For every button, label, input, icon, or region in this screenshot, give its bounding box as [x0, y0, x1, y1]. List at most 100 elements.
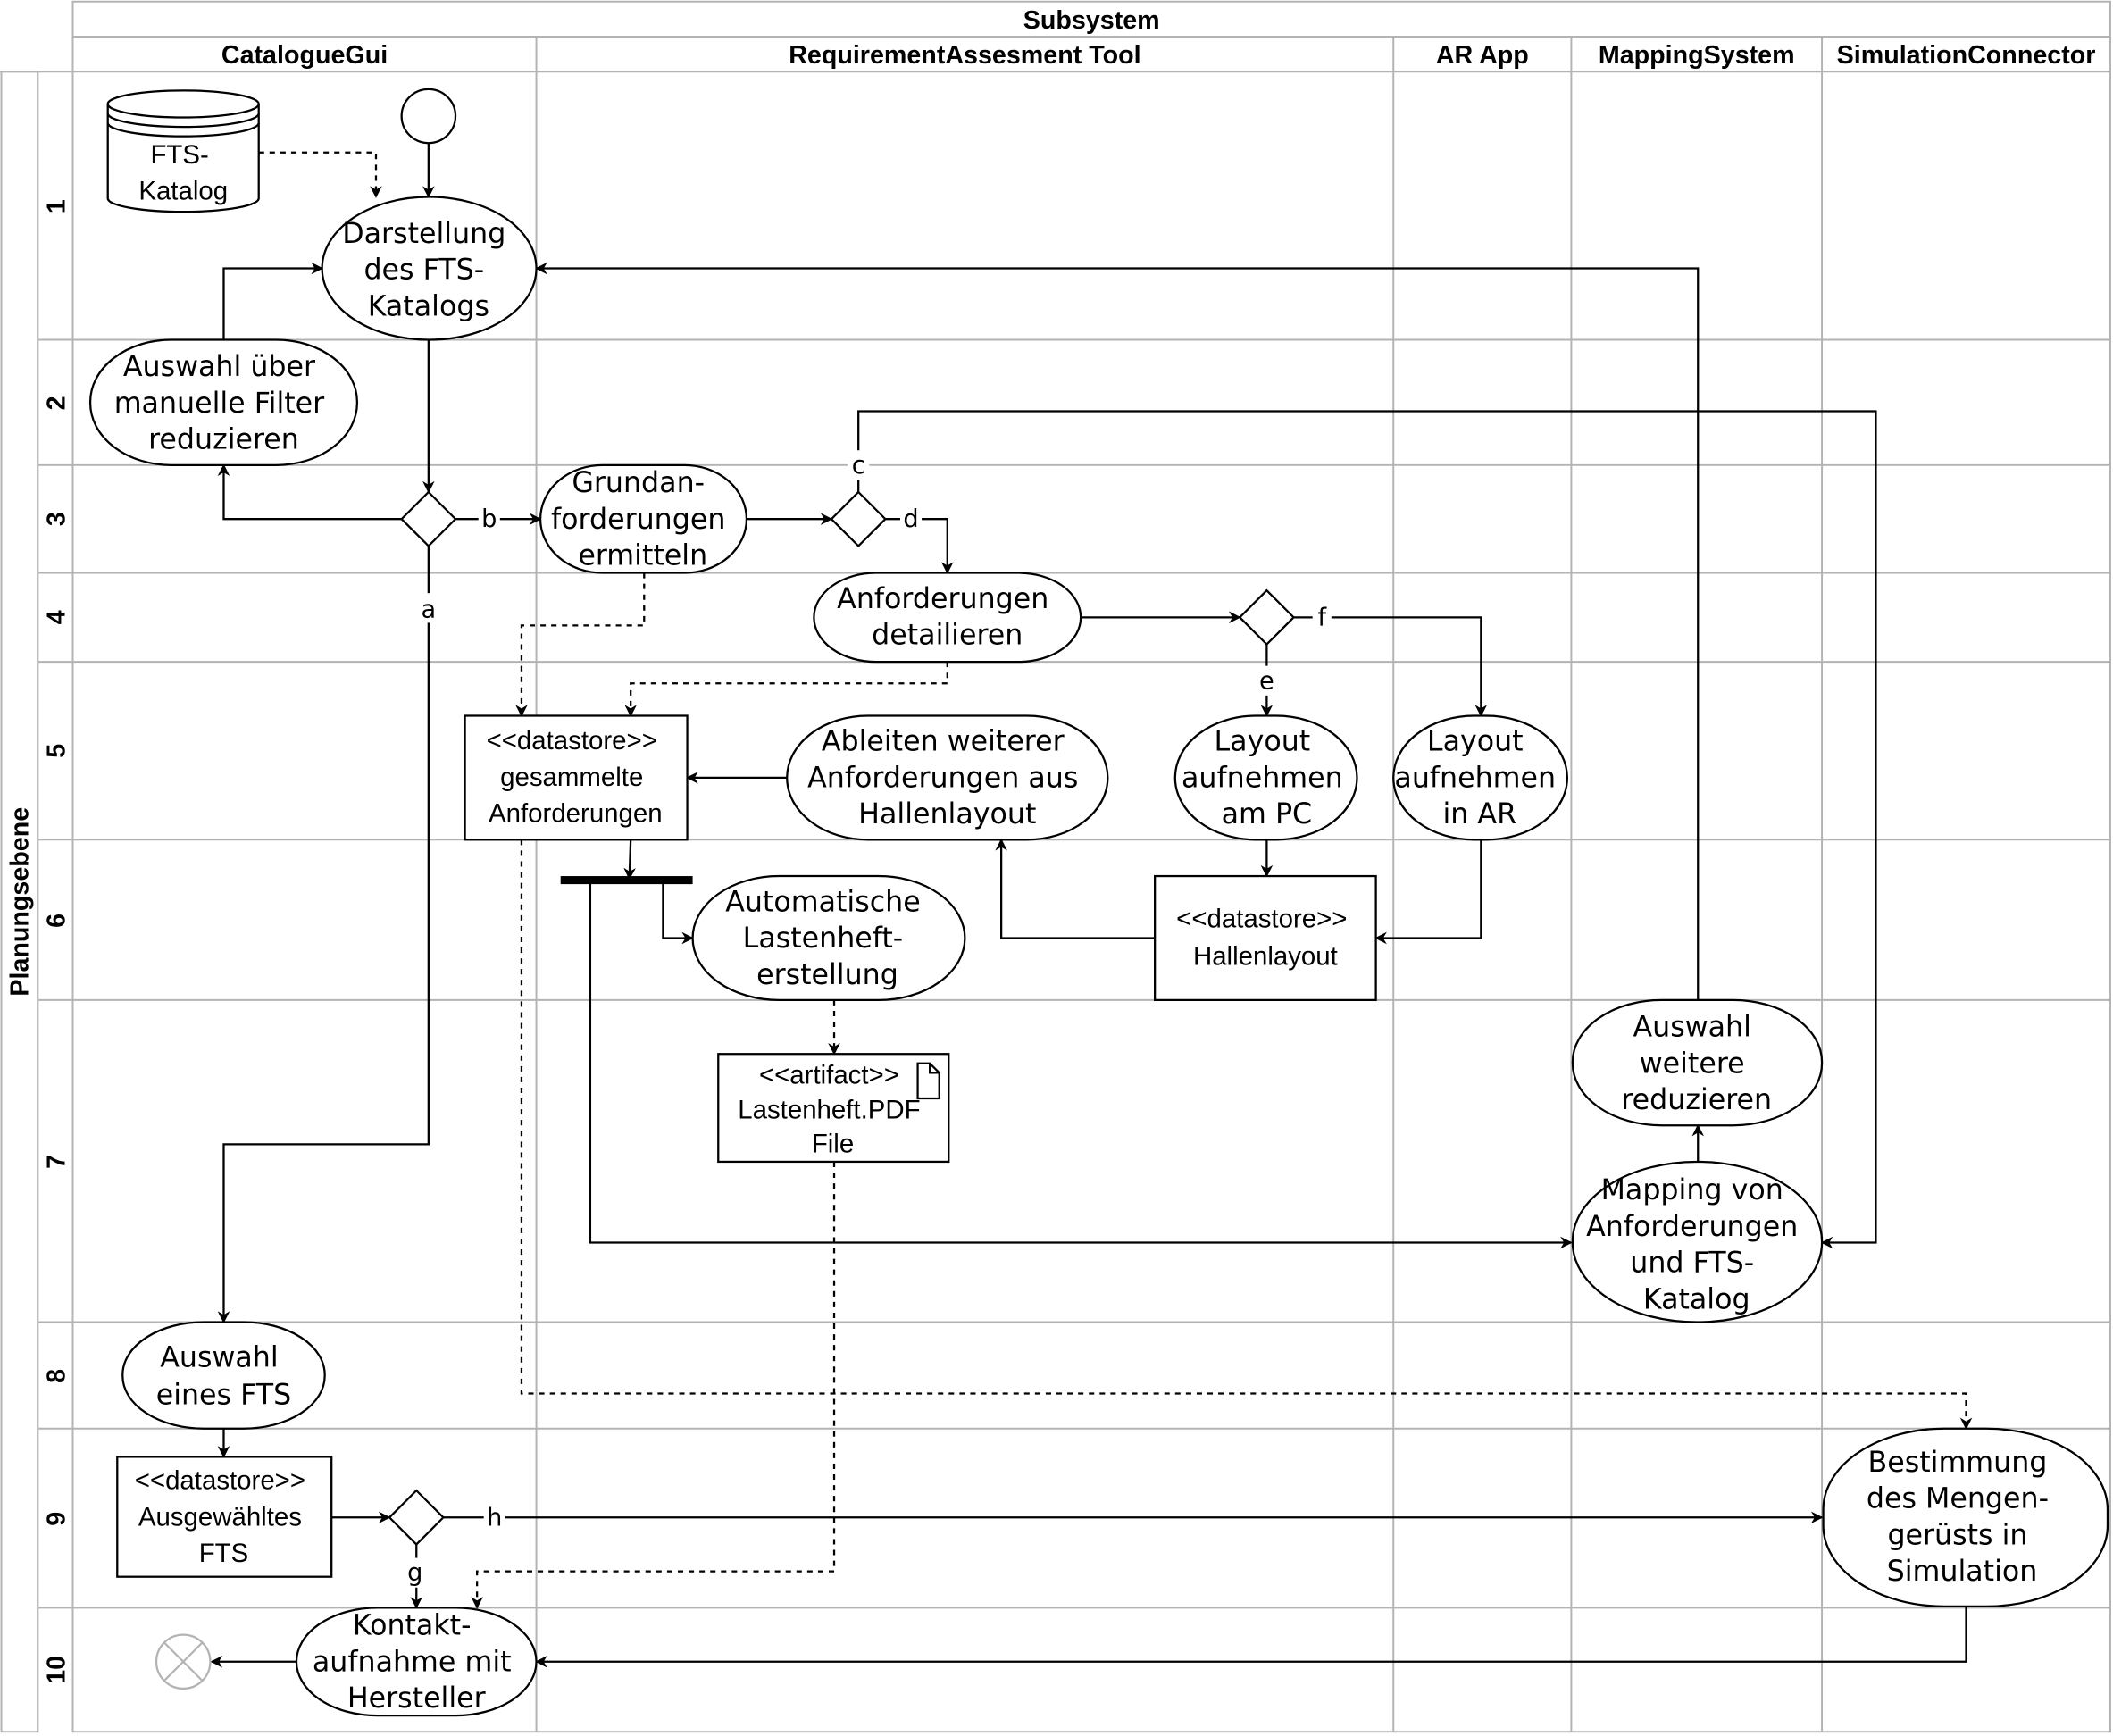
- edge-hall-layout-to-derive: [995, 838, 1156, 939]
- svg-text:Bestimmung des Mengen-: Bestimmung des Mengen- gerüsts in Simula…: [1867, 1447, 2058, 1588]
- svg-text:Auswahl weitere re: Auswahl weitere reduzieren: [1621, 1012, 1772, 1116]
- action-layout-pc[interactable]: Layout aufnehmen am PC: [1173, 714, 1358, 841]
- decision-node-4[interactable]: [388, 1489, 446, 1547]
- action-text: Mapping von: [1601, 1174, 1783, 1206]
- fork-bar[interactable]: [560, 876, 693, 885]
- lane-header-ar-app: AR App: [1436, 41, 1529, 70]
- action-base-requirements[interactable]: Grundan- forderungen ermitteln: [539, 463, 748, 574]
- row-label-6: 6: [42, 914, 71, 928]
- edge-label-c: c: [852, 452, 865, 480]
- decision-node-2[interactable]: [830, 490, 887, 547]
- edge-catalog-to-display: [258, 151, 382, 198]
- lane-header-simulation-connector: SimulationConnector: [1837, 41, 2096, 70]
- action-text: Auswahl: [160, 1341, 278, 1373]
- action-text: Layout: [1427, 726, 1524, 758]
- action-text: Anforderungen aus: [807, 762, 1078, 794]
- edge-collected-to-fork: [623, 839, 636, 881]
- action-text: aufnehmen: [1182, 762, 1343, 794]
- action-layout-ar[interactable]: Layout aufnehmen in AR: [1392, 714, 1569, 841]
- svg-text:Grundan- forderungen: Grundan- forderungen ermitteln: [551, 467, 735, 572]
- action-text: Layout: [1215, 726, 1311, 758]
- edge-label-a: a: [422, 596, 437, 623]
- datastore-text: <<datastore>>: [135, 1466, 305, 1496]
- svg-text:Ableiten weiterer Anford: Ableiten weiterer Anforderungen aus Hall…: [807, 726, 1087, 830]
- edge-labels: a b c d e f g h: [404, 450, 1332, 1588]
- edges: [210, 143, 1973, 1668]
- action-select-fts[interactable]: Auswahl eines FTS: [121, 1321, 326, 1430]
- action-display-catalog[interactable]: Darstellung des FTS- Katalogs: [321, 196, 538, 341]
- action-detail-requirements[interactable]: Anforderungen detailieren: [813, 572, 1082, 664]
- action-text: am PC: [1222, 798, 1313, 830]
- edge-label-f: f: [1317, 604, 1327, 631]
- action-text: aufnahme mit: [313, 1646, 512, 1678]
- action-text: Katalogs: [368, 290, 489, 322]
- row-label-10: 10: [42, 1656, 71, 1684]
- svg-text:<<datastore>> Hallenlayo: <<datastore>> Hallenlayout: [1176, 904, 1354, 971]
- datastore-text: Anforderungen: [489, 799, 663, 829]
- action-text: Lastenheft-: [743, 922, 904, 955]
- edge-fork-to-mapping: [589, 882, 1573, 1249]
- svg-text:Layout aufnehmen a: Layout aufnehmen am PC: [1182, 726, 1352, 830]
- artifact-spec-pdf[interactable]: <<artifact>> Lastenheft.PDF File: [717, 1053, 950, 1164]
- action-text: ermitteln: [578, 539, 707, 572]
- action-text: Auswahl über: [123, 351, 316, 383]
- edge-fork-to-auto-spec: [662, 882, 694, 945]
- datastore-hall-layout[interactable]: <<datastore>> Hallenlayout: [1154, 874, 1377, 1002]
- action-text: manuelle Filter: [114, 388, 325, 420]
- action-manual-filter[interactable]: Auswahl über manuelle Filter reduzieren: [88, 338, 358, 466]
- catalog-datastore[interactable]: FTS- Katalog: [106, 89, 260, 213]
- svg-text:Layout aufnehmen i: Layout aufnehmen in AR: [1394, 726, 1565, 830]
- edge-further-reduce-to-display: [535, 262, 1700, 1000]
- action-text: in AR: [1442, 798, 1516, 830]
- row-label-5: 5: [42, 744, 71, 758]
- document-icon: [916, 1062, 940, 1100]
- action-text: aufnehmen: [1394, 762, 1556, 794]
- svg-text:Mapping von Anforderunge: Mapping von Anforderungen und FTS- Katal…: [1586, 1174, 1807, 1315]
- action-derive-requirements[interactable]: Ableiten weiterer Anforderungen aus Hall…: [786, 714, 1109, 841]
- action-further-reduce[interactable]: Auswahl weitere reduzieren: [1571, 998, 1824, 1127]
- row-label-3: 3: [42, 512, 71, 526]
- start-node[interactable]: [400, 88, 457, 145]
- edge-base-req-to-collected: [515, 572, 646, 717]
- action-text: Automatische: [725, 886, 921, 918]
- action-text: Hallenlayout: [858, 798, 1036, 830]
- cross-icon: [163, 1641, 204, 1682]
- edge-label-d: d: [903, 505, 918, 533]
- edge-label-e: e: [1259, 667, 1274, 695]
- action-auto-spec[interactable]: Automatische Lastenheft- erstellung: [691, 874, 966, 1002]
- lane-header-requirement-tool: RequirementAssesment Tool: [789, 41, 1140, 70]
- action-contact-manufacturer[interactable]: Kontakt- aufnahme mit Hersteller: [295, 1607, 538, 1717]
- action-text: Kontakt-: [353, 1610, 472, 1642]
- datastore-selected-fts[interactable]: <<datastore>> Ausgewähltes FTS: [116, 1456, 333, 1578]
- svg-text:Darstellung des FTS-: Darstellung des FTS- Katalogs: [342, 218, 514, 322]
- edge-label-g: g: [407, 1559, 422, 1587]
- action-text: gerüsts in: [1887, 1519, 2027, 1551]
- decision-node-3[interactable]: [1238, 588, 1296, 647]
- edge-decision1-to-filter: [217, 463, 402, 521]
- action-text: des Mengen-: [1867, 1483, 2049, 1515]
- edge-quantity-sim-to-contact: [535, 1606, 1967, 1668]
- svg-text:<<datastore>> Ausgewählt: <<datastore>> Ausgewähltes FTS: [135, 1466, 313, 1568]
- catalog-datastore-line: FTS-: [150, 140, 208, 170]
- decision-node-1[interactable]: [400, 490, 457, 547]
- svg-text:Auswahl über manuelle Fi: Auswahl über manuelle Filter reduzieren: [114, 351, 334, 455]
- row-label-7: 7: [42, 1155, 71, 1169]
- edge-label-b: b: [481, 505, 497, 533]
- action-quantity-simulation[interactable]: Bestimmung des Mengen- gerüsts in Simula…: [1822, 1427, 2109, 1608]
- action-text: und FTS-: [1630, 1248, 1754, 1280]
- row-label-1: 1: [42, 199, 71, 213]
- edge-filter-to-display: [222, 262, 323, 340]
- action-text: Anforderungen: [837, 583, 1048, 615]
- svg-text:Auswahl eines FTS: Auswahl eines FTS: [156, 1341, 292, 1411]
- action-text: eines FTS: [156, 1380, 292, 1412]
- action-text: Simulation: [1887, 1556, 2038, 1588]
- flow-final-node[interactable]: [155, 1633, 212, 1690]
- datastore-collected-requirements[interactable]: <<datastore>> gesammelte Anforderungen: [464, 714, 689, 841]
- action-text: Darstellung: [342, 218, 505, 250]
- action-mapping[interactable]: Mapping von Anforderungen und FTS- Katal…: [1571, 1160, 1824, 1323]
- vertical-title: Planungsebene: [6, 807, 35, 997]
- catalog-datastore-line: Katalog: [138, 177, 228, 206]
- action-text: Grundan-: [572, 467, 705, 499]
- lane-header-mapping-system: MappingSystem: [1599, 41, 1795, 70]
